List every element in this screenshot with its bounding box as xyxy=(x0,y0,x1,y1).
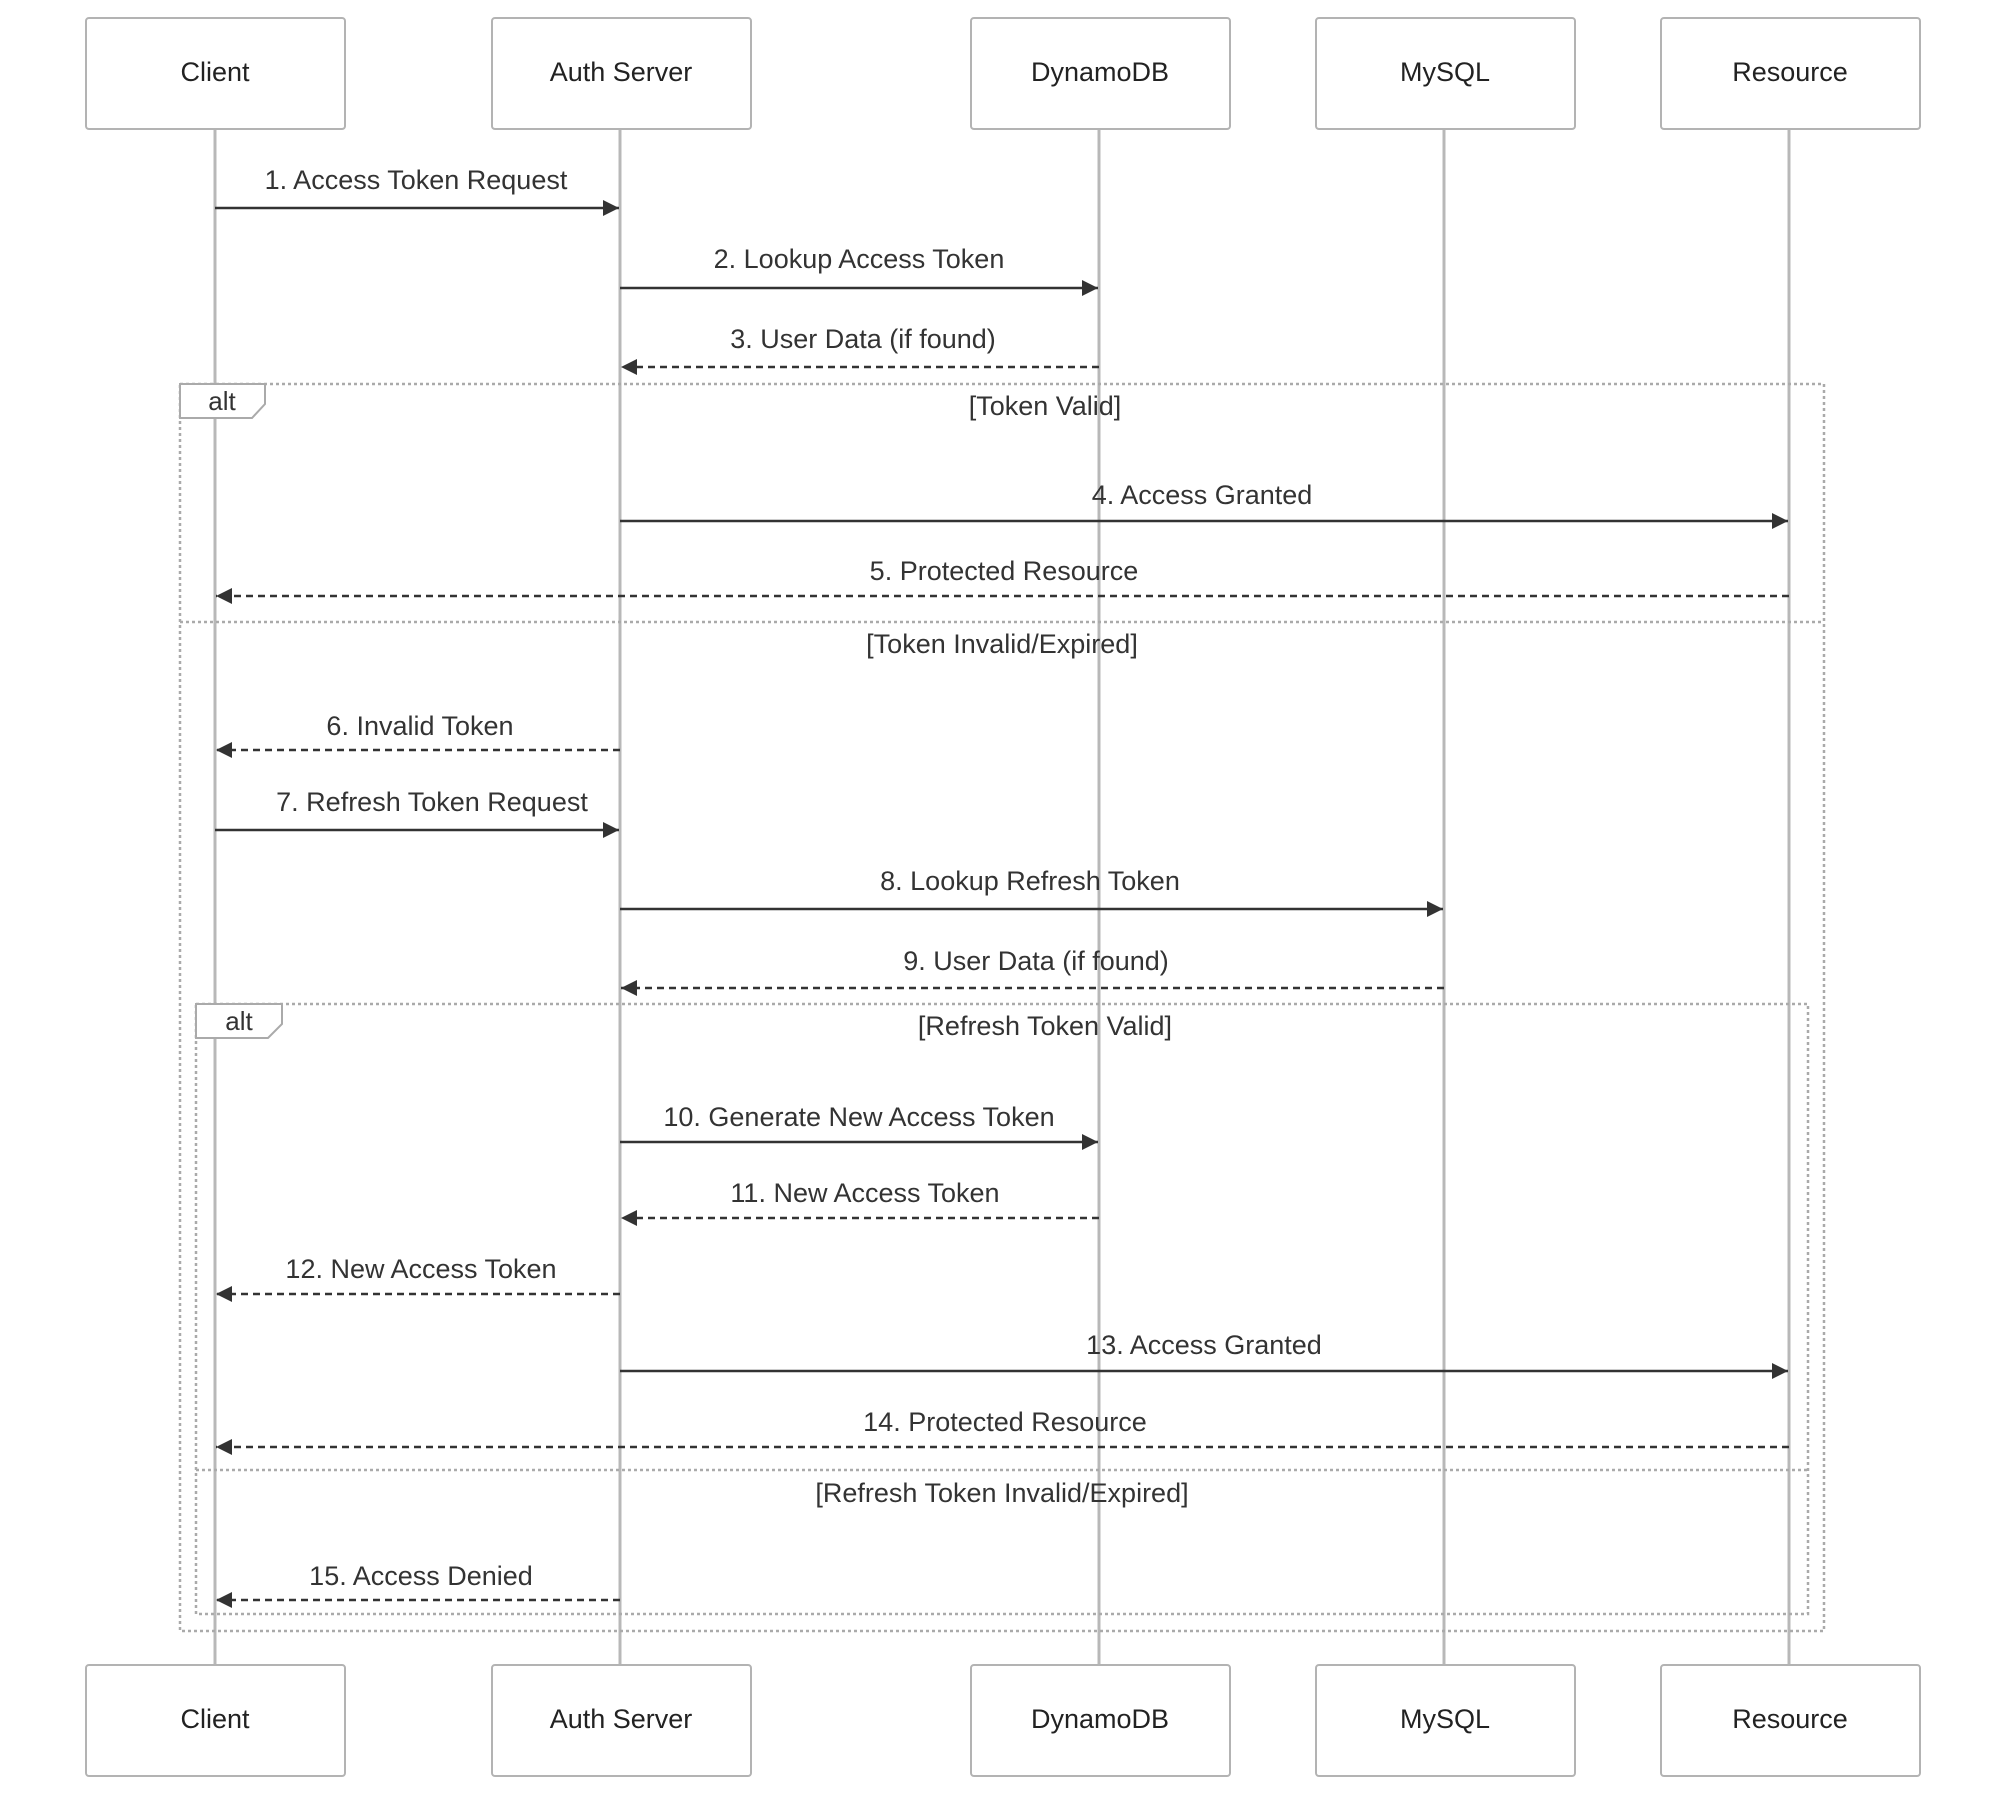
message-label: 12. New Access Token xyxy=(285,1254,556,1284)
condition-token-invalid: [Token Invalid/Expired] xyxy=(866,629,1138,659)
participant-label: Auth Server xyxy=(550,57,693,87)
message-label: 2. Lookup Access Token xyxy=(714,244,1005,274)
alt-keyword-outer: alt xyxy=(208,386,236,416)
participant-resource-bottom: Resource xyxy=(1660,1664,1921,1777)
alt-tab-inner xyxy=(195,1003,283,1039)
participant-label: Resource xyxy=(1732,57,1848,87)
participants-bottom: Client Auth Server DynamoDB MySQL Resour… xyxy=(85,1664,1921,1777)
message-label: 8. Lookup Refresh Token xyxy=(880,866,1180,896)
messages: 1. Access Token Request 2. Lookup Access… xyxy=(215,165,1789,1608)
alt-frame-outer xyxy=(178,382,1826,1633)
message-label: 13. Access Granted xyxy=(1086,1330,1322,1360)
participant-dynamodb-top: DynamoDB xyxy=(970,17,1231,130)
condition-token-valid: [Token Valid] xyxy=(969,391,1122,421)
participant-label: Client xyxy=(180,57,250,87)
participant-label: DynamoDB xyxy=(1031,57,1169,87)
participant-client-bottom: Client xyxy=(85,1664,346,1777)
condition-refresh-valid: [Refresh Token Valid] xyxy=(918,1011,1172,1041)
alt-keyword-inner: alt xyxy=(225,1006,253,1036)
message-label: 6. Invalid Token xyxy=(326,711,513,741)
message-label: 10. Generate New Access Token xyxy=(663,1102,1054,1132)
message-label: 11. New Access Token xyxy=(730,1178,999,1208)
alt-tab-outer xyxy=(179,383,266,419)
participants-top: Client Auth Server DynamoDB MySQL Resour… xyxy=(85,17,1921,130)
alt-fragment-inner: alt [Refresh Token Valid] [Refresh Token… xyxy=(194,1002,1810,1616)
participant-mysql-bottom: MySQL xyxy=(1315,1664,1576,1777)
message-label: 4. Access Granted xyxy=(1092,480,1313,510)
message-label: 5. Protected Resource xyxy=(870,556,1139,586)
participant-label: Resource xyxy=(1732,1704,1848,1734)
participant-mysql-top: MySQL xyxy=(1315,17,1576,130)
message-label: 1. Access Token Request xyxy=(265,165,568,195)
alt-fragment-outer: alt [Token Valid] [Token Invalid/Expired… xyxy=(178,382,1826,1633)
message-label: 15. Access Denied xyxy=(309,1561,533,1591)
participant-label: DynamoDB xyxy=(1031,1704,1169,1734)
participant-dynamodb-bottom: DynamoDB xyxy=(970,1664,1231,1777)
participant-label: Auth Server xyxy=(550,1704,693,1734)
participant-resource-top: Resource xyxy=(1660,17,1921,130)
message-label: 9. User Data (if found) xyxy=(903,946,1169,976)
participant-label: MySQL xyxy=(1400,1704,1490,1734)
message-label: 7. Refresh Token Request xyxy=(276,787,588,817)
lifelines xyxy=(213,130,1791,1664)
participant-auth-server-top: Auth Server xyxy=(491,17,752,130)
participant-label: Client xyxy=(180,1704,250,1734)
message-label: 14. Protected Resource xyxy=(863,1407,1147,1437)
message-label: 3. User Data (if found) xyxy=(730,324,996,354)
participant-client-top: Client xyxy=(85,17,346,130)
alt-frame-inner xyxy=(194,1002,1810,1616)
participant-auth-server-bottom: Auth Server xyxy=(491,1664,752,1777)
condition-refresh-invalid: [Refresh Token Invalid/Expired] xyxy=(815,1478,1188,1508)
participant-label: MySQL xyxy=(1400,57,1490,87)
